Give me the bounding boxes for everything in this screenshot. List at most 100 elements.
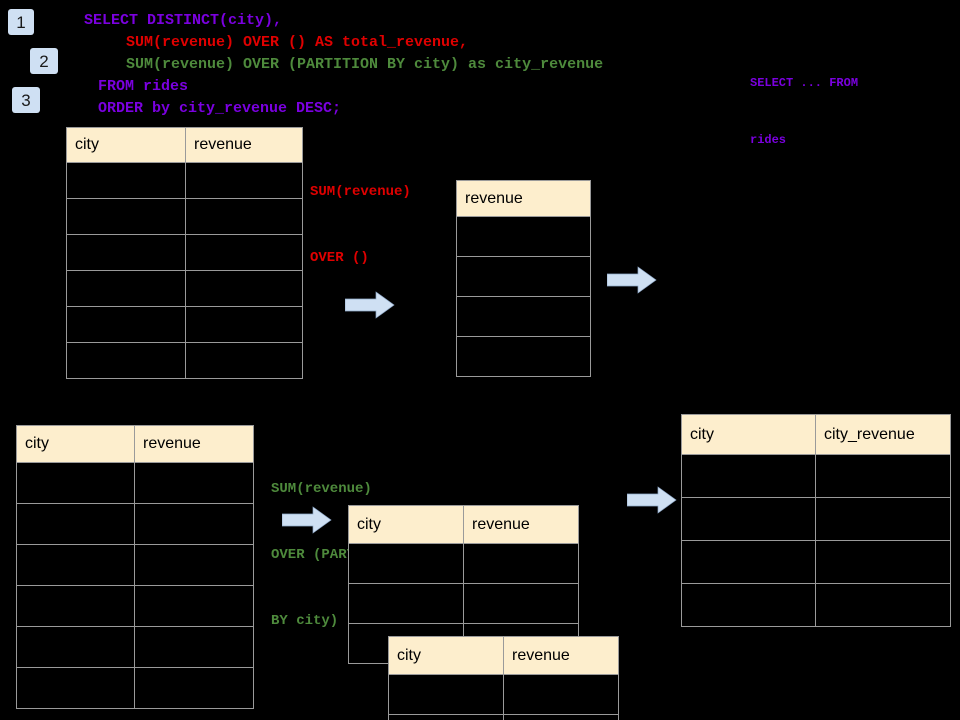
table-cell [681, 454, 816, 498]
table-cell [185, 306, 303, 343]
table-row [66, 198, 303, 235]
table-row [16, 462, 254, 504]
column-header-city: city [66, 127, 186, 163]
table-row [456, 336, 591, 377]
column-header-city: city [388, 636, 504, 675]
table-cell [463, 543, 579, 584]
table-cell [185, 162, 303, 199]
sql-query-block: SELECT DISTINCT(city), SUM(revenue) OVER … [84, 10, 603, 120]
arrow-right-icon [281, 506, 332, 534]
table-row [456, 216, 591, 257]
table-cell [185, 234, 303, 271]
table-cell [134, 667, 254, 709]
table-cell [66, 306, 186, 343]
table-cell [16, 585, 135, 627]
column-header-revenue: revenue [134, 425, 254, 463]
sql-summary-note: SELECT ... FROM rides [750, 36, 858, 188]
sql-line-2: SUM(revenue) OVER () AS total_revenue, [126, 34, 469, 51]
sql-line-1: SELECT DISTINCT(city), [84, 12, 283, 29]
table-cell [185, 270, 303, 307]
table-row [16, 503, 254, 545]
table-row [66, 162, 303, 199]
table-cell [134, 585, 254, 627]
table-cell [66, 162, 186, 199]
table-cell [66, 234, 186, 271]
table-cell [66, 198, 186, 235]
table-cell [16, 503, 135, 545]
table-cell [388, 674, 504, 715]
table-cell [503, 674, 619, 715]
table-cell [681, 497, 816, 541]
step-badge-1-label: 1 [16, 12, 26, 32]
sql-line-5: ORDER by city_revenue DESC; [98, 100, 342, 117]
table-cell [681, 583, 816, 627]
step-badge-3-label: 3 [21, 90, 31, 110]
annotation-total-revenue-line1: SUM(revenue) [310, 184, 411, 200]
column-header-city: city [348, 505, 464, 544]
table-cell [503, 714, 619, 720]
table-cell [456, 216, 591, 257]
sql-line-4: FROM rides [98, 78, 189, 95]
table-cell [16, 544, 135, 586]
total-revenue-table: revenue [456, 180, 591, 377]
table-row [681, 454, 951, 498]
table-cell [815, 583, 951, 627]
table-row [16, 667, 254, 709]
annotation-city-revenue-line3: BY city) [271, 613, 339, 629]
annotation-city-revenue-line1: SUM(revenue) [271, 481, 372, 497]
table-row [456, 296, 591, 337]
table-row [16, 626, 254, 668]
table-cell [388, 714, 504, 720]
table-header-row: revenue [456, 180, 591, 217]
table-row [388, 714, 619, 720]
table-cell [134, 626, 254, 668]
table-row [66, 306, 303, 343]
table-cell [16, 462, 135, 504]
column-header-revenue: revenue [503, 636, 619, 675]
step-badge-2-label: 2 [39, 51, 49, 71]
table-cell [66, 342, 186, 379]
table-cell [463, 583, 579, 624]
sql-summary-note-line1: SELECT ... FROM [750, 76, 859, 90]
annotation-total-revenue-line2: OVER () [310, 250, 369, 266]
table-cell [456, 336, 591, 377]
arrow-right-icon [626, 486, 677, 514]
table-cell [815, 540, 951, 584]
table-row [681, 497, 951, 541]
table-cell [16, 626, 135, 668]
column-header-city: city [16, 425, 135, 463]
table-row [16, 585, 254, 627]
sql-line-3: SUM(revenue) OVER (PARTITION BY city) as… [126, 56, 604, 73]
table-cell [456, 256, 591, 297]
sql-summary-note-line2: rides [750, 133, 787, 147]
arrow-groups-to-final [626, 485, 677, 515]
table-cell [456, 296, 591, 337]
table-row [348, 583, 579, 624]
table-row [348, 543, 579, 584]
step-badge-2: 2 [30, 48, 58, 74]
arrow-source-to-total [344, 290, 395, 320]
column-header-revenue: revenue [463, 505, 579, 544]
table-row [66, 270, 303, 307]
table-cell [134, 503, 254, 545]
table-row [456, 256, 591, 297]
table-cell [348, 543, 464, 584]
table-row [66, 342, 303, 379]
table-row [388, 674, 619, 715]
column-header-city: city [681, 414, 816, 455]
table-cell [185, 198, 303, 235]
table-cell [348, 583, 464, 624]
arrow-right-icon [344, 291, 395, 319]
table-cell [134, 544, 254, 586]
table-row [681, 540, 951, 584]
